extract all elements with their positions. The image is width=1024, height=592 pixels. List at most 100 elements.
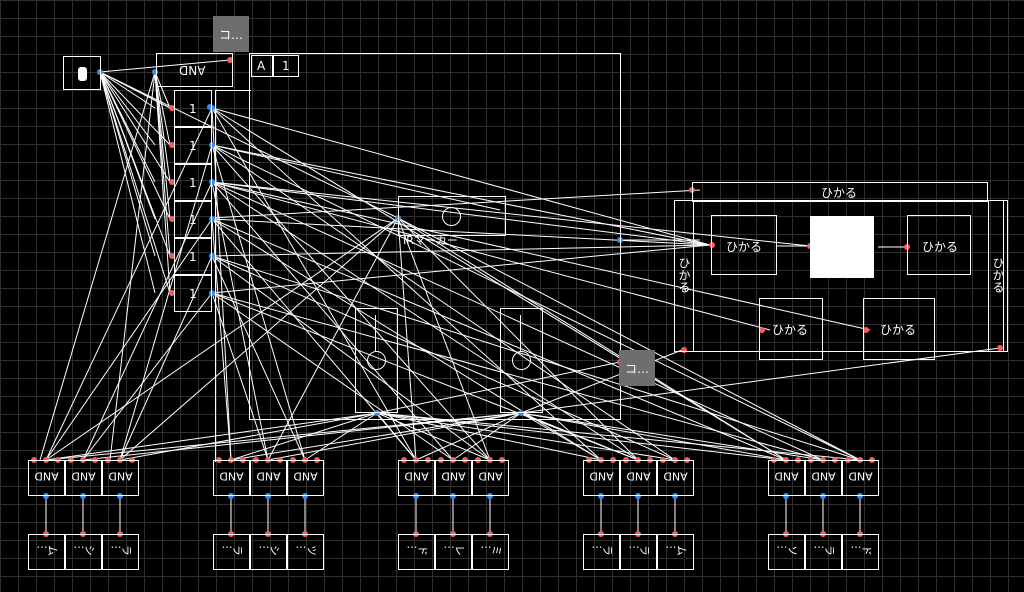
bottom-output-node[interactable]: ム… bbox=[657, 534, 694, 570]
light-box-3[interactable]: ひかる bbox=[759, 298, 823, 360]
wire bbox=[45, 412, 378, 461]
bottom-output-label: ツ… bbox=[295, 543, 318, 557]
light-panel-left-bar[interactable]: ひかる bbox=[674, 200, 694, 352]
bottom-and-gate[interactable]: AND bbox=[620, 460, 657, 496]
wire bbox=[304, 412, 378, 461]
wire bbox=[45, 412, 522, 461]
wire bbox=[99, 71, 171, 220]
number-cell-label: 1 bbox=[189, 287, 197, 301]
sensor-bar bbox=[375, 315, 376, 351]
bottom-and-gate-label: AND bbox=[663, 469, 688, 483]
toggle-switch-icon bbox=[78, 67, 87, 81]
bottom-output-label: シ… bbox=[73, 543, 96, 557]
number-cell[interactable]: 1 bbox=[174, 238, 212, 275]
bottom-and-gate[interactable]: AND bbox=[583, 460, 620, 496]
side-collapsed-node[interactable]: コ… bbox=[619, 350, 655, 386]
bottom-and-gate-label: AND bbox=[626, 469, 651, 483]
bottom-and-gate[interactable]: AND bbox=[398, 460, 435, 496]
bottom-output-label: ソ… bbox=[776, 543, 799, 557]
bottom-output-node[interactable]: ム… bbox=[28, 534, 65, 570]
header-cell-a[interactable]: A bbox=[251, 55, 273, 77]
side-collapsed-label: コ… bbox=[624, 361, 649, 376]
bottom-and-gate-label: AND bbox=[219, 469, 244, 483]
bottom-output-label: ド… bbox=[850, 543, 873, 557]
bottom-output-node[interactable]: ラ… bbox=[102, 534, 139, 570]
bottom-and-gate[interactable]: AND bbox=[102, 460, 139, 496]
top-collapsed-node[interactable]: コ… bbox=[213, 16, 249, 52]
bottom-and-gate-label: AND bbox=[478, 469, 503, 483]
bottom-and-gate-label: AND bbox=[811, 469, 836, 483]
bottom-and-gate[interactable]: AND bbox=[842, 460, 879, 496]
bottom-output-node[interactable]: ツ… bbox=[287, 534, 324, 570]
bottom-output-node[interactable]: ド… bbox=[398, 534, 435, 570]
light-side-label-left: ひかる bbox=[677, 257, 691, 293]
bottom-output-node[interactable]: ラ… bbox=[583, 534, 620, 570]
wire bbox=[99, 71, 156, 146]
header-cell-1[interactable]: 1 bbox=[273, 55, 299, 77]
bottom-and-gate[interactable]: AND bbox=[28, 460, 65, 496]
light-panel-title: ひかる bbox=[821, 186, 858, 200]
bottom-output-label: ラ… bbox=[591, 543, 614, 557]
number-cell[interactable]: 1 bbox=[174, 275, 212, 312]
wire bbox=[230, 412, 378, 461]
number-cell-label: 1 bbox=[189, 176, 197, 190]
top-and-gate[interactable]: AND bbox=[156, 53, 233, 87]
bottom-and-gate[interactable]: AND bbox=[472, 460, 509, 496]
sensor-bar bbox=[520, 315, 521, 351]
wire bbox=[230, 412, 522, 461]
toggle-input-node[interactable] bbox=[63, 56, 101, 90]
sensor-node-right[interactable] bbox=[500, 308, 543, 413]
bottom-and-gate[interactable]: AND bbox=[213, 460, 250, 496]
bottom-output-node[interactable]: ラ… bbox=[805, 534, 842, 570]
wire bbox=[154, 71, 171, 257]
bottom-and-gate[interactable]: AND bbox=[287, 460, 324, 496]
bottom-output-node[interactable]: レ… bbox=[435, 534, 472, 570]
number-cell[interactable]: 1 bbox=[174, 201, 212, 238]
bottom-and-gate[interactable]: AND bbox=[768, 460, 805, 496]
number-cell[interactable]: 1 bbox=[174, 164, 212, 201]
wire bbox=[154, 71, 171, 220]
wire bbox=[520, 412, 602, 461]
number-cell-label: 1 bbox=[189, 250, 197, 264]
light-box-4[interactable]: ひかる bbox=[863, 298, 935, 360]
light-box-1[interactable]: ひかる bbox=[711, 215, 777, 275]
wire bbox=[82, 412, 522, 461]
header-cell-1-label: 1 bbox=[282, 59, 290, 73]
bottom-output-node[interactable]: ミ… bbox=[472, 534, 509, 570]
bottom-and-gate[interactable]: AND bbox=[657, 460, 694, 496]
wire bbox=[154, 71, 171, 183]
number-cell-label: 1 bbox=[189, 102, 197, 116]
light-box-2[interactable]: ひかる bbox=[907, 215, 971, 275]
wire bbox=[376, 412, 602, 461]
bottom-and-gate[interactable]: AND bbox=[250, 460, 287, 496]
number-cell-label: 1 bbox=[189, 213, 197, 227]
bottom-output-node[interactable]: ラ… bbox=[213, 534, 250, 570]
bottom-output-node[interactable]: ラ… bbox=[620, 534, 657, 570]
bottom-and-gate[interactable]: AND bbox=[435, 460, 472, 496]
ir-marker-node[interactable]: IRマーカー bbox=[398, 196, 506, 246]
bottom-output-label: ラ… bbox=[628, 543, 651, 557]
wire bbox=[99, 71, 156, 183]
light-panel-right-bar[interactable]: ひかる bbox=[988, 200, 1008, 352]
number-cell[interactable]: 1 bbox=[174, 127, 212, 164]
wire bbox=[520, 412, 824, 461]
number-cell[interactable]: 1 bbox=[174, 90, 212, 127]
wire bbox=[154, 71, 171, 294]
bottom-output-node[interactable]: ソ… bbox=[768, 534, 805, 570]
sensor-node-left[interactable] bbox=[355, 308, 398, 413]
bottom-output-node[interactable]: シ… bbox=[250, 534, 287, 570]
top-and-gate-label: AND bbox=[179, 63, 206, 77]
light-side-label-right: ひかる bbox=[991, 257, 1005, 293]
bottom-output-node[interactable]: ド… bbox=[842, 534, 879, 570]
wire bbox=[99, 71, 171, 257]
main-container bbox=[249, 53, 621, 420]
bottom-and-gate[interactable]: AND bbox=[65, 460, 102, 496]
wire bbox=[99, 71, 171, 294]
bottom-output-node[interactable]: シ… bbox=[65, 534, 102, 570]
wire bbox=[415, 412, 522, 461]
header-cell-a-label: A bbox=[257, 59, 266, 73]
bottom-and-gate[interactable]: AND bbox=[805, 460, 842, 496]
bottom-and-gate-label: AND bbox=[108, 469, 133, 483]
bottom-output-label: レ… bbox=[443, 543, 466, 557]
light-panel-title-bar[interactable]: ひかる bbox=[692, 182, 988, 202]
